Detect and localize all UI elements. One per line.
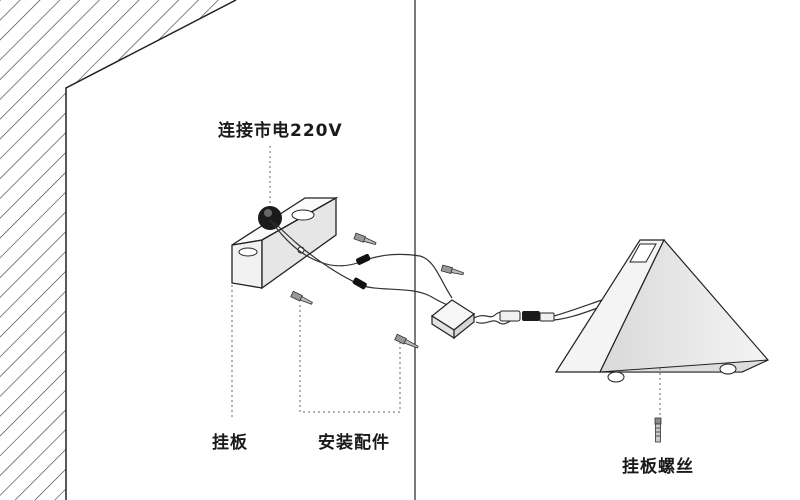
screw-middle (440, 264, 464, 276)
label-bracket: 挂板 (212, 433, 248, 453)
wire-connector (356, 253, 371, 265)
triangle-lamp (554, 238, 769, 383)
led-driver (430, 299, 476, 340)
screw-lower (394, 333, 419, 349)
mounting-bracket (231, 196, 339, 290)
wire-connector (352, 277, 367, 290)
wall-corner (0, 0, 237, 500)
screw-vertical (654, 417, 662, 443)
label-screw: 挂板螺丝 (622, 457, 694, 477)
label-mains: 连接市电220V (218, 121, 343, 141)
screw-left (290, 290, 313, 305)
screw-top (353, 232, 377, 245)
leader-lines (231, 146, 661, 420)
plug-connector (499, 310, 555, 322)
label-accessories: 安装配件 (318, 433, 390, 453)
